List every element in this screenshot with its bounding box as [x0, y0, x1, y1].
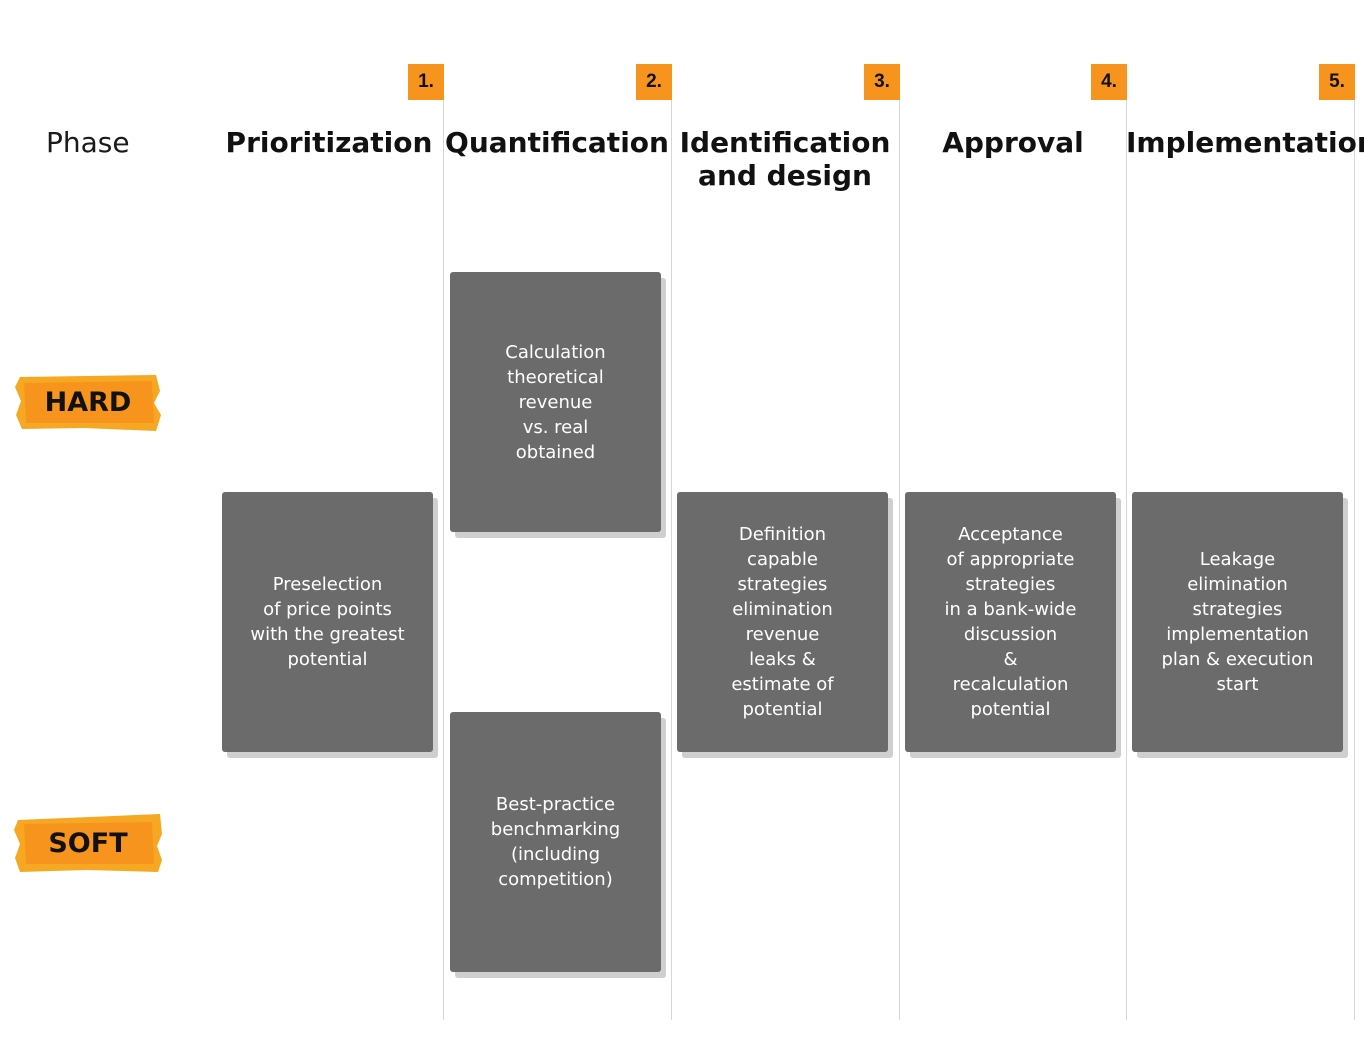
step-number-badge: 2. — [636, 64, 672, 100]
column-divider — [671, 70, 672, 1020]
step-number-badge: 5. — [1319, 64, 1355, 100]
card-quantification-soft: Best-practice benchmarking (including co… — [450, 712, 661, 972]
column-divider — [899, 70, 900, 1020]
card-text: Calculation theoretical revenue vs. real… — [505, 341, 606, 463]
hard-tag: HARD — [14, 371, 162, 433]
card-text: Acceptance of appropriate strategies in … — [944, 524, 1077, 720]
card-text: Best-practice benchmarking (including co… — [490, 794, 621, 890]
step-number-badge: 3. — [864, 64, 900, 100]
column-title-approval: Approval — [942, 126, 1084, 159]
phase-label: Phase — [46, 126, 130, 159]
column-divider — [1126, 70, 1127, 1020]
card-identification: Definition capable strategies eliminatio… — [677, 492, 888, 752]
column-title-implementation: Implementation — [1126, 126, 1364, 159]
step-number-badge: 1. — [408, 64, 444, 100]
column-title-quantification: Quantification — [445, 126, 669, 159]
brush-stroke-icon — [15, 375, 161, 431]
column-divider — [443, 70, 444, 1020]
brush-stroke-icon — [14, 814, 162, 872]
card-quantification-hard: Calculation theoretical revenue vs. real… — [450, 272, 661, 532]
column-title-prioritization: Prioritization — [225, 126, 433, 159]
column-divider — [1354, 70, 1355, 1020]
column-title-identification: Identification and design — [679, 126, 891, 192]
card-implementation: Leakage elimination strategies implement… — [1132, 492, 1343, 752]
card-text: Preselection of price points with the gr… — [250, 574, 405, 670]
card-approval: Acceptance of appropriate strategies in … — [905, 492, 1116, 752]
card-prioritization: Preselection of price points with the gr… — [222, 492, 433, 752]
soft-label: SOFT — [48, 827, 128, 859]
hard-label: HARD — [44, 386, 132, 418]
card-text: Definition capable strategies eliminatio… — [731, 524, 834, 720]
step-number-badge: 4. — [1091, 64, 1127, 100]
card-text: Leakage elimination strategies implement… — [1161, 549, 1314, 695]
soft-tag: SOFT — [14, 812, 162, 874]
